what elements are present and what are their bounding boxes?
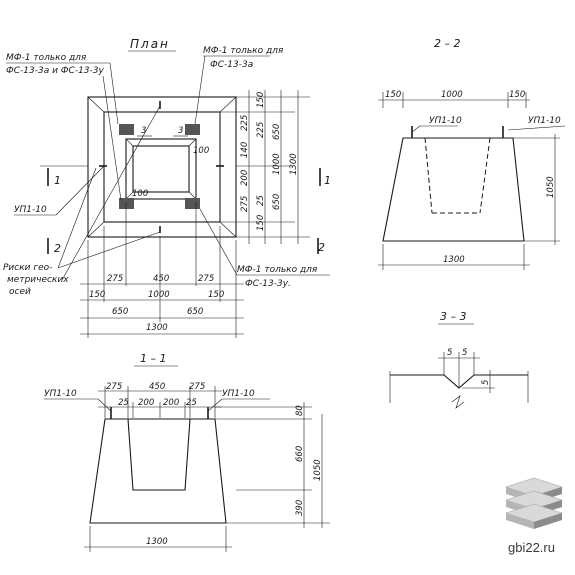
svg-text:3: 3 (178, 126, 183, 136)
plate-bottom-left (119, 198, 134, 209)
watermark-site: gbi22.ru (508, 540, 555, 555)
svg-text:150: 150 (256, 92, 266, 108)
svg-text:200: 200 (240, 170, 250, 186)
section-11-body (89, 418, 227, 524)
svg-text:150: 150 (509, 90, 525, 100)
svg-text:1300: 1300 (289, 153, 299, 175)
svg-text:100: 100 (132, 189, 148, 199)
svg-text:1000: 1000 (441, 90, 463, 100)
svg-text:25: 25 (186, 398, 197, 408)
section-11-upl-left: УП1-10 (44, 389, 77, 399)
svg-text:100: 100 (193, 146, 209, 156)
svg-text:1: 1 (54, 174, 61, 187)
section-1-1: 1 – 1 275 450 275 25 200 200 25 УП1-10 У… (44, 352, 330, 552)
plan-top-square (103, 111, 221, 223)
plan-glass-inner (132, 145, 190, 193)
svg-text:150: 150 (385, 90, 401, 100)
svg-text:275: 275 (189, 382, 205, 392)
svg-text:1000: 1000 (148, 290, 170, 300)
svg-text:25: 25 (256, 195, 266, 206)
svg-text:200: 200 (138, 398, 154, 408)
section-2-2: 2 – 2 150 1000 150 УП1-10 УП1-10 1050 13… (378, 37, 566, 270)
svg-text:2: 2 (318, 241, 325, 254)
plan-glass-outer (125, 138, 197, 200)
section-22-title: 2 – 2 (434, 37, 461, 50)
note-bottom-line1: МФ-1 только для (237, 265, 318, 275)
note-bottom-line2: ФС-13-3у. (245, 279, 291, 289)
svg-text:660: 660 (295, 446, 305, 462)
section-3-3: 3 – 3 5 5 5 (389, 310, 529, 409)
note-left-line2: ФС-13-3а и ФС-13-3у (6, 66, 104, 76)
section-11-title: 1 – 1 (140, 352, 167, 365)
svg-text:450: 450 (153, 274, 169, 284)
note-right-line2: ФС-13-3а (210, 60, 253, 70)
plan-title: План (130, 37, 170, 51)
note-right-line1: МФ-1 только для (203, 46, 284, 56)
plate-top-right (185, 124, 200, 135)
plan-outer-square (87, 96, 237, 238)
svg-text:650: 650 (187, 307, 203, 317)
svg-text:5: 5 (447, 348, 452, 358)
section-11-upl-right: УП1-10 (222, 389, 255, 399)
section-22-upl-left: УП1-10 (429, 116, 462, 126)
svg-text:1: 1 (324, 174, 331, 187)
svg-text:5: 5 (481, 380, 491, 385)
risk-line1: Риски гео- (3, 263, 52, 273)
svg-text:1050: 1050 (313, 459, 323, 481)
svg-text:650: 650 (272, 124, 282, 140)
watermark: gbi22.ru (505, 477, 563, 555)
svg-text:1300: 1300 (146, 323, 168, 333)
svg-text:25: 25 (118, 398, 129, 408)
svg-text:1050: 1050 (546, 176, 556, 198)
svg-text:650: 650 (112, 307, 128, 317)
svg-text:275: 275 (107, 274, 123, 284)
svg-text:450: 450 (149, 382, 165, 392)
svg-text:150: 150 (89, 290, 105, 300)
svg-text:80: 80 (295, 405, 305, 416)
plan-upl-label: УП1-10 (14, 205, 47, 215)
svg-text:2: 2 (54, 242, 61, 255)
svg-text:1300: 1300 (443, 255, 465, 265)
stacked-slabs-icon (505, 477, 563, 529)
svg-text:225: 225 (240, 115, 250, 131)
svg-text:140: 140 (240, 142, 250, 158)
svg-text:1300: 1300 (146, 537, 168, 547)
svg-text:5: 5 (462, 348, 467, 358)
plan-view: План 3 3 МФ-1 только для Ф (3, 37, 331, 338)
section-22-upl-right: УП1-10 (528, 116, 561, 126)
svg-text:150: 150 (208, 290, 224, 300)
risk-line3: осей (9, 287, 31, 297)
svg-text:275: 275 (198, 274, 214, 284)
section-22-body (382, 137, 525, 242)
svg-text:650: 650 (272, 194, 282, 210)
plate-top-left (119, 124, 134, 135)
section-11-glass (127, 418, 191, 491)
svg-text:275: 275 (106, 382, 122, 392)
note-left-line1: МФ-1 только для (6, 53, 87, 63)
svg-text:200: 200 (163, 398, 179, 408)
risk-line2: метрических (7, 275, 69, 285)
section-33-title: 3 – 3 (440, 310, 467, 323)
svg-text:390: 390 (295, 500, 305, 516)
svg-text:275: 275 (240, 196, 250, 212)
plate-bottom-right (185, 198, 200, 209)
svg-text:1000: 1000 (272, 153, 282, 175)
svg-text:3: 3 (141, 126, 146, 136)
svg-text:225: 225 (256, 122, 266, 138)
svg-text:150: 150 (256, 215, 266, 231)
